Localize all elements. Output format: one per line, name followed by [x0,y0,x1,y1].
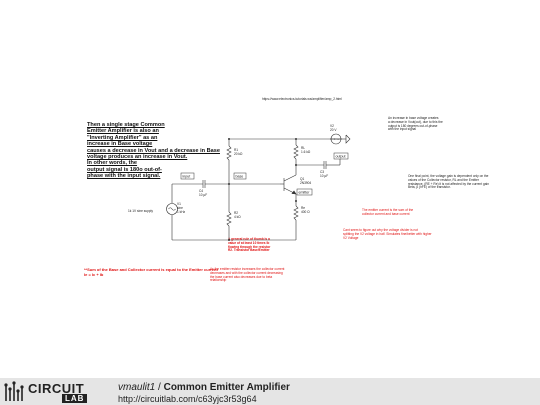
inverting-amplifier-note: Then a single stage Common Emitter Ampli… [87,122,220,180]
voltage-divider-note: Cant seem to figure out why the voltage … [343,228,432,240]
logo-lab-text: LAB [62,394,88,403]
circuit-link[interactable]: http://circuitlab.com/c63yjc3r53g64 [118,394,257,404]
emitter-resistor-note: As the emitter resistor increases the co… [210,267,285,283]
voltage-gain-note: One final point, the voltage gain is dep… [408,174,489,190]
v2-minus: - [338,138,340,142]
logo-circuit-text: CIRCUIT [28,381,85,396]
base-tag[interactable]: base [236,175,244,179]
input-tag[interactable]: input [183,175,191,179]
circuit-logo-icon [4,381,24,401]
v2-plus: + [334,138,336,142]
author-name[interactable]: vmaulit1 [118,382,156,393]
footer-title: vmaulit1 / Common Emitter Amplifier [118,382,290,393]
source-url[interactable]: https://www.electronics-tutorials.ws/amp… [262,97,342,101]
circuit-title: Common Emitter Amplifier [163,382,290,393]
current-sum-note: **Sum of the Base and Collector current … [84,267,218,277]
footer-bar [0,378,540,405]
schematic: + - input base emitter output [166,133,351,241]
circuitlab-logo[interactable]: CIRCUIT LAB [4,381,92,403]
emitter-tag[interactable]: emitter [299,191,311,195]
v1-description: 1k 1V sine supply [128,209,153,213]
output-tag[interactable]: output [336,155,346,159]
